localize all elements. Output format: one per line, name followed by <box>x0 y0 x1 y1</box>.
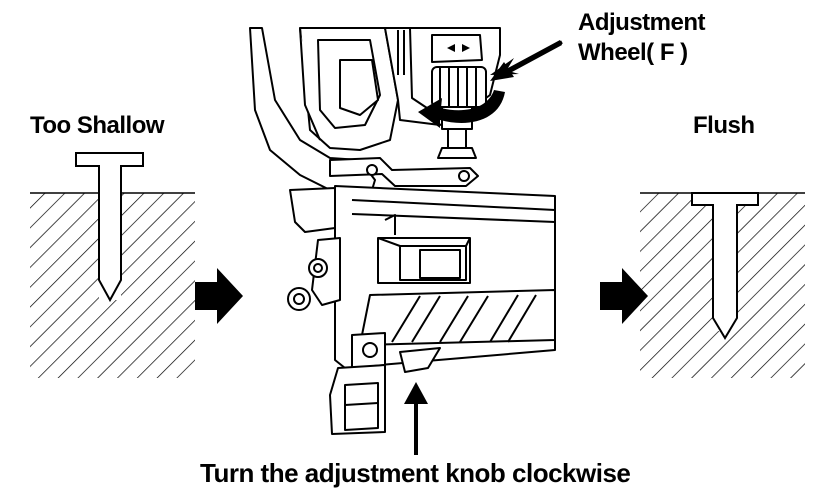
nailer-tool <box>249 27 556 435</box>
right-arrow-icon <box>600 268 648 324</box>
adjustment-wheel-label: Adjustment Wheel( F ) <box>578 8 706 68</box>
pointer-arrow-line <box>505 40 563 74</box>
too-shallow-label: Too Shallow <box>30 112 165 139</box>
flush-label: Flush <box>693 112 755 139</box>
adjustment-wheel-label-line1: Adjustment <box>578 9 706 36</box>
adjustment-wheel-label-line2: Wheel( F ) <box>578 39 688 66</box>
shallow-nail <box>75 152 144 303</box>
instruction-caption: Turn the adjustment knob clockwise <box>200 458 631 488</box>
pointer-arrow-icon <box>404 382 428 404</box>
right-arrow-icon <box>195 268 243 324</box>
clockwise-rotation-icon <box>418 90 505 128</box>
pointer-arrow-head <box>490 62 514 81</box>
flush-nail <box>691 192 759 340</box>
pointer-arrow-icon <box>490 40 562 75</box>
